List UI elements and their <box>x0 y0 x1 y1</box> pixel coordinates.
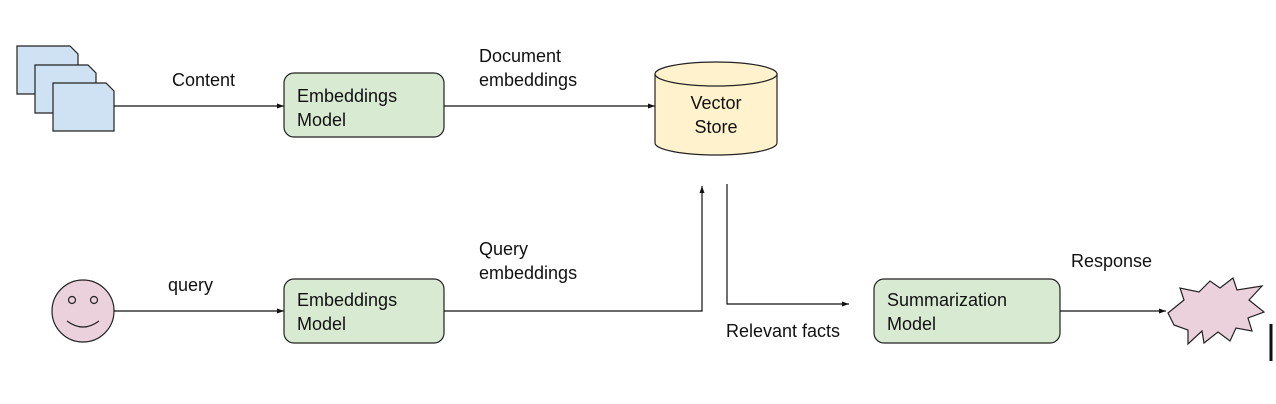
embeddings-model-bottom: Embeddings Model <box>283 278 445 344</box>
vector-store-line1: Vector <box>690 93 741 113</box>
user-face-icon <box>51 279 115 343</box>
vector-store-cylinder: Vector Store <box>654 61 778 156</box>
content-label: Content <box>172 70 235 90</box>
summarization-model: Summarization Model <box>873 278 1061 344</box>
response-label: Response <box>1071 251 1152 271</box>
summarization-model-line1: Summarization <box>887 290 1007 310</box>
document-embeddings-label-line2: embeddings <box>479 70 577 90</box>
query-label: query <box>168 275 213 295</box>
embeddings-model-bottom-line2: Model <box>297 314 346 334</box>
query-embeddings-arrow <box>444 186 705 312</box>
documents-icon <box>16 45 115 132</box>
query-embeddings-label-line1: Query <box>479 239 528 259</box>
embeddings-model-top-line1: Embeddings <box>297 86 397 106</box>
embeddings-model-top: Embeddings Model <box>283 72 445 138</box>
summarization-model-line2: Model <box>887 314 936 334</box>
vector-store-line2: Store <box>694 117 737 137</box>
relevant-facts-arrow <box>726 184 849 307</box>
relevant-facts-label: Relevant facts <box>726 321 840 341</box>
query-embeddings-label-line2: embeddings <box>479 263 577 283</box>
embeddings-model-top-line2: Model <box>297 110 346 130</box>
document-embeddings-label-line1: Document <box>479 46 561 66</box>
embeddings-model-bottom-line1: Embeddings <box>297 290 397 310</box>
response-burst-icon <box>1167 277 1266 346</box>
